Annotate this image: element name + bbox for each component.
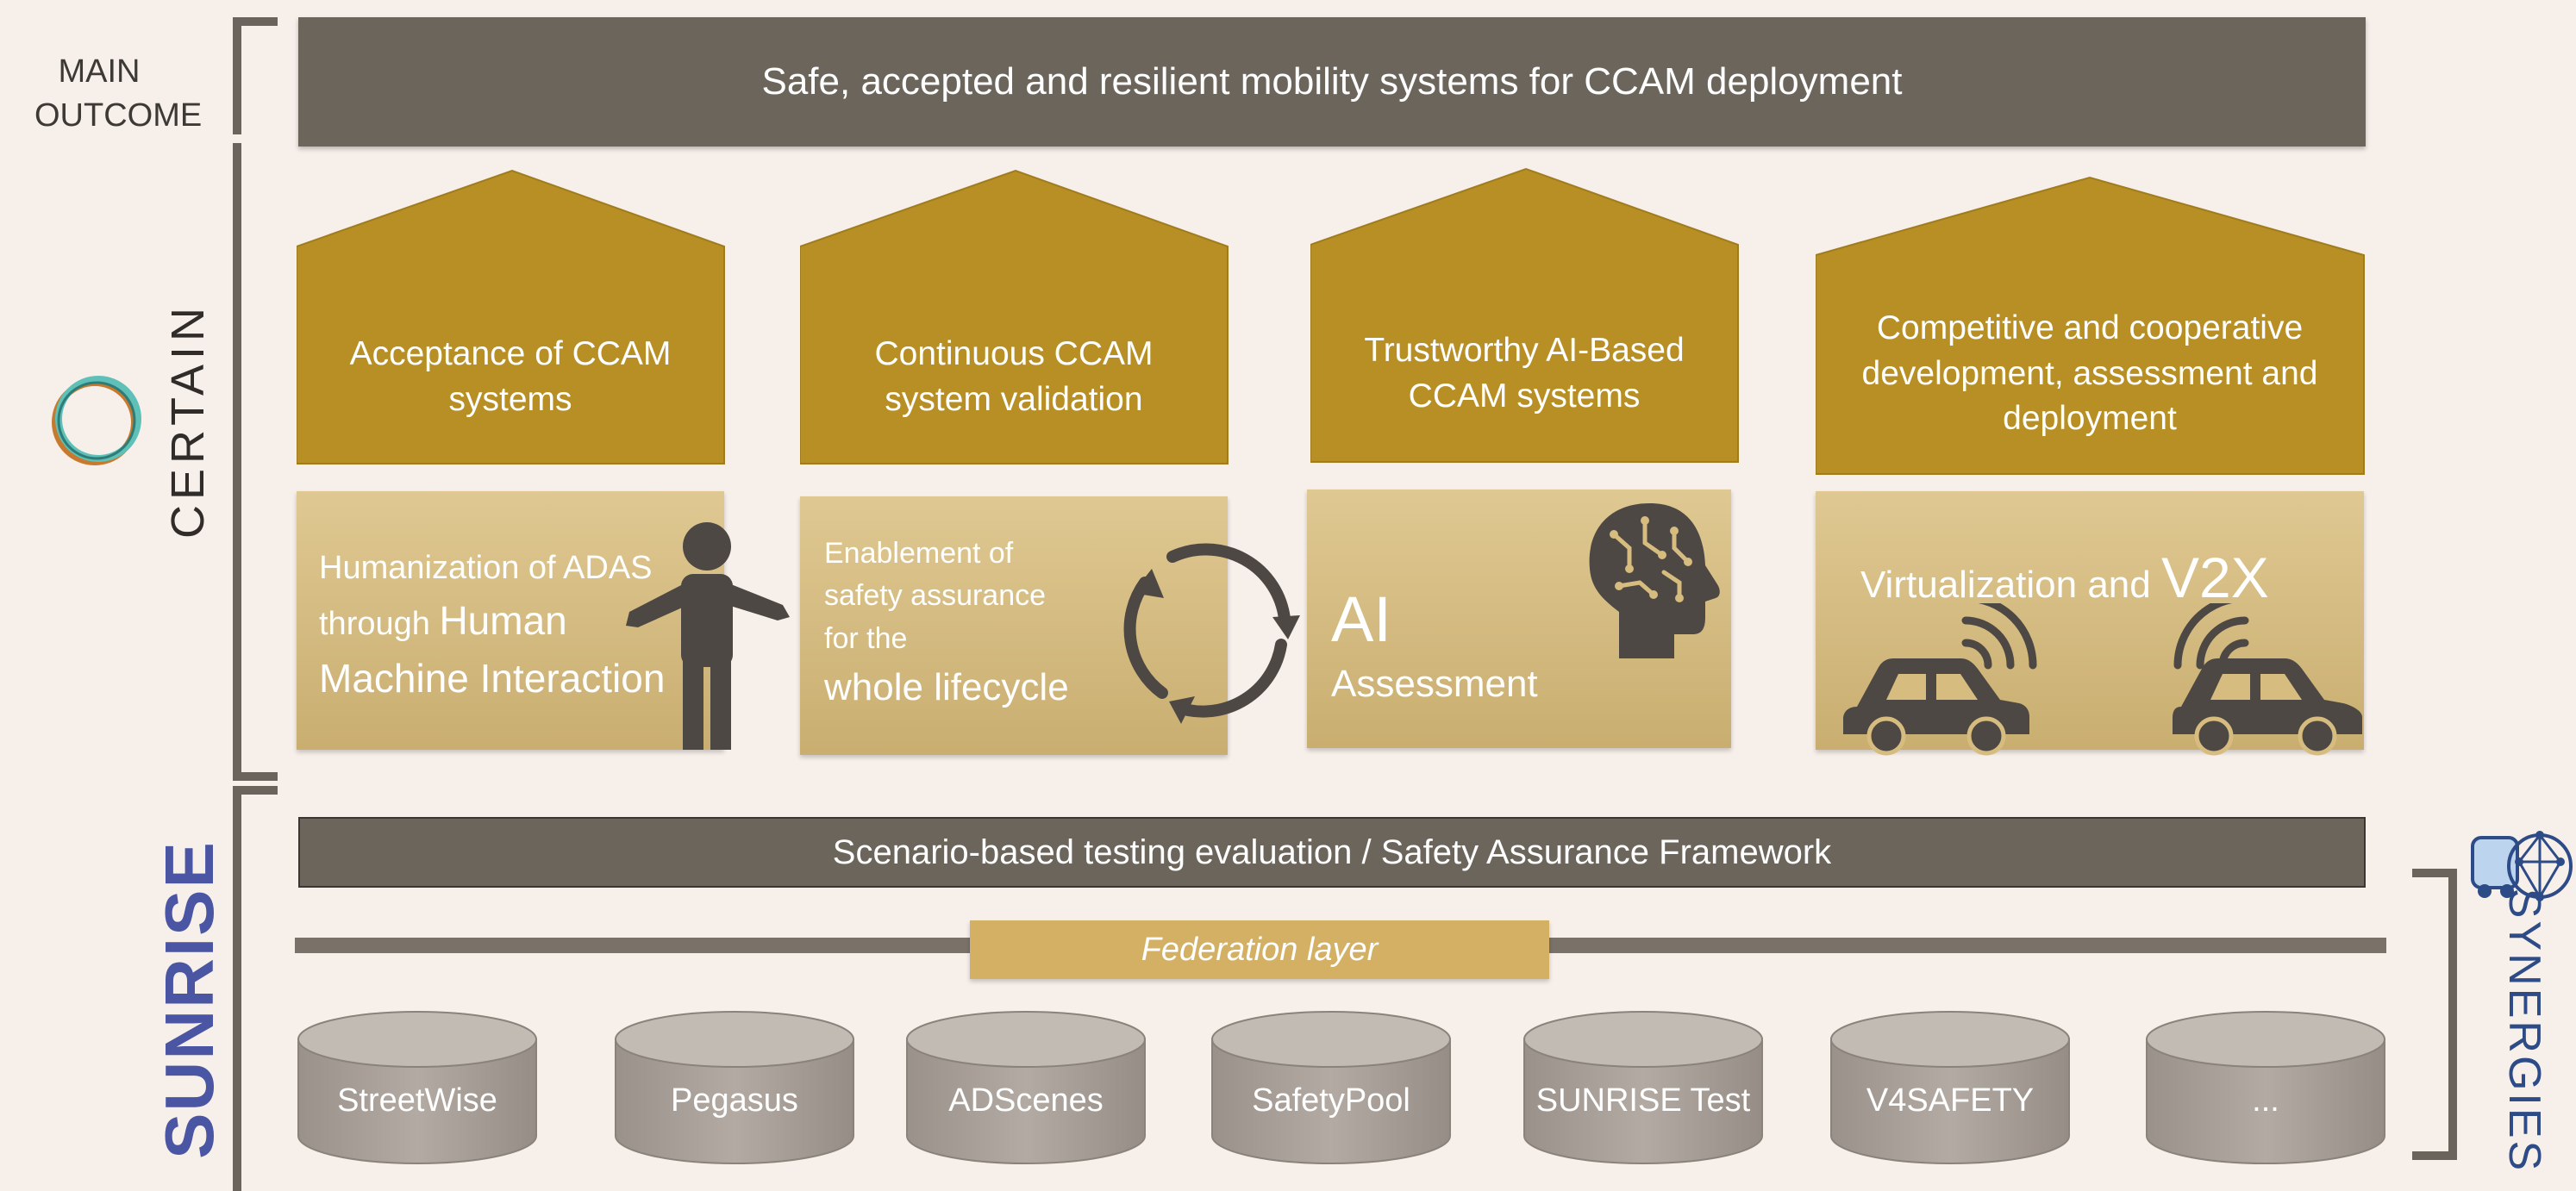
v2x-text: Virtualization and V2X xyxy=(1860,546,2269,609)
database-icon xyxy=(1211,1011,1451,1164)
certain-logo-icon xyxy=(52,376,141,465)
sunrise-bracket xyxy=(233,786,278,1191)
person-icon xyxy=(626,522,790,750)
pillar-2-text: Continuous CCAM system validation xyxy=(874,335,1154,418)
database-icon xyxy=(615,1011,854,1164)
database-icon xyxy=(906,1011,1146,1164)
synergies-label: SYNERGIES xyxy=(2499,888,2549,1174)
database-label: ADScenes xyxy=(948,1082,1104,1119)
lifecycle-box: Enablement of safety assurance for the w… xyxy=(800,496,1228,755)
database-icon xyxy=(1830,1011,2070,1164)
database-icon xyxy=(297,1011,537,1164)
hmi-text: Humanization of ADAS through Human Machi… xyxy=(319,550,666,701)
pillar-2-shape xyxy=(800,169,1229,465)
database-label: SUNRISE Test xyxy=(1535,1082,1751,1119)
database-label: V4SAFETY xyxy=(1866,1082,2035,1119)
database-icon xyxy=(2146,1011,2385,1164)
database-label: SafetyPool xyxy=(1252,1082,1410,1119)
pillar-1-text: Acceptance of CCAM systems xyxy=(349,335,672,418)
database-label: StreetWise xyxy=(337,1082,497,1119)
database-cylinder: V4SAFETY xyxy=(1829,1007,2071,1166)
database-cylinder: ... xyxy=(2145,1007,2386,1166)
synergies-bracket xyxy=(2412,869,2457,1160)
ai-text: AI Assessment xyxy=(1331,583,1538,706)
pillar-4-shape xyxy=(1816,176,2365,475)
database-cylinder: SafetyPool xyxy=(1210,1007,1452,1166)
database-icon xyxy=(1523,1011,1763,1164)
main-outcome-label: MAIN OUTCOME xyxy=(34,53,203,134)
certain-label: CERTAIN xyxy=(162,302,214,539)
cycle-arrows-icon xyxy=(1123,543,1300,724)
synergies-logo-icon xyxy=(2471,831,2573,901)
brain-head-icon xyxy=(1589,503,1720,658)
federation-layer-box: Federation layer xyxy=(970,920,1549,979)
database-label: ... xyxy=(2252,1082,2279,1119)
main-outcome-bracket-gap xyxy=(224,134,248,143)
certain-bracket xyxy=(233,17,278,781)
database-label: Pegasus xyxy=(671,1082,798,1119)
database-cylinder: StreetWise xyxy=(297,1007,538,1166)
sunrise-logo: SUNRISE xyxy=(150,840,229,1159)
lifecycle-text: Enablement of safety assurance for the w… xyxy=(824,537,1069,708)
pillar-3-shape xyxy=(1310,167,1739,463)
pillar-3-text: Trustworthy AI-Based CCAM systems xyxy=(1364,332,1685,415)
sunrise-label: SUNRISE xyxy=(151,840,228,1159)
safety-assurance-framework-bar: Scenario-based testing evaluation / Safe… xyxy=(298,817,2366,888)
pillar-1-shape xyxy=(297,169,725,465)
database-cylinder: SUNRISE Test xyxy=(1522,1007,1764,1166)
pillar-4-text: Competitive and cooperative development,… xyxy=(1861,309,2318,438)
database-cylinder: Pegasus xyxy=(614,1007,855,1166)
database-cylinder: ADScenes xyxy=(905,1007,1147,1166)
car-right-icon xyxy=(2173,603,2362,756)
car-left-icon xyxy=(1843,603,2037,756)
main-outcome-bar: Safe, accepted and resilient mobility sy… xyxy=(298,17,2366,147)
